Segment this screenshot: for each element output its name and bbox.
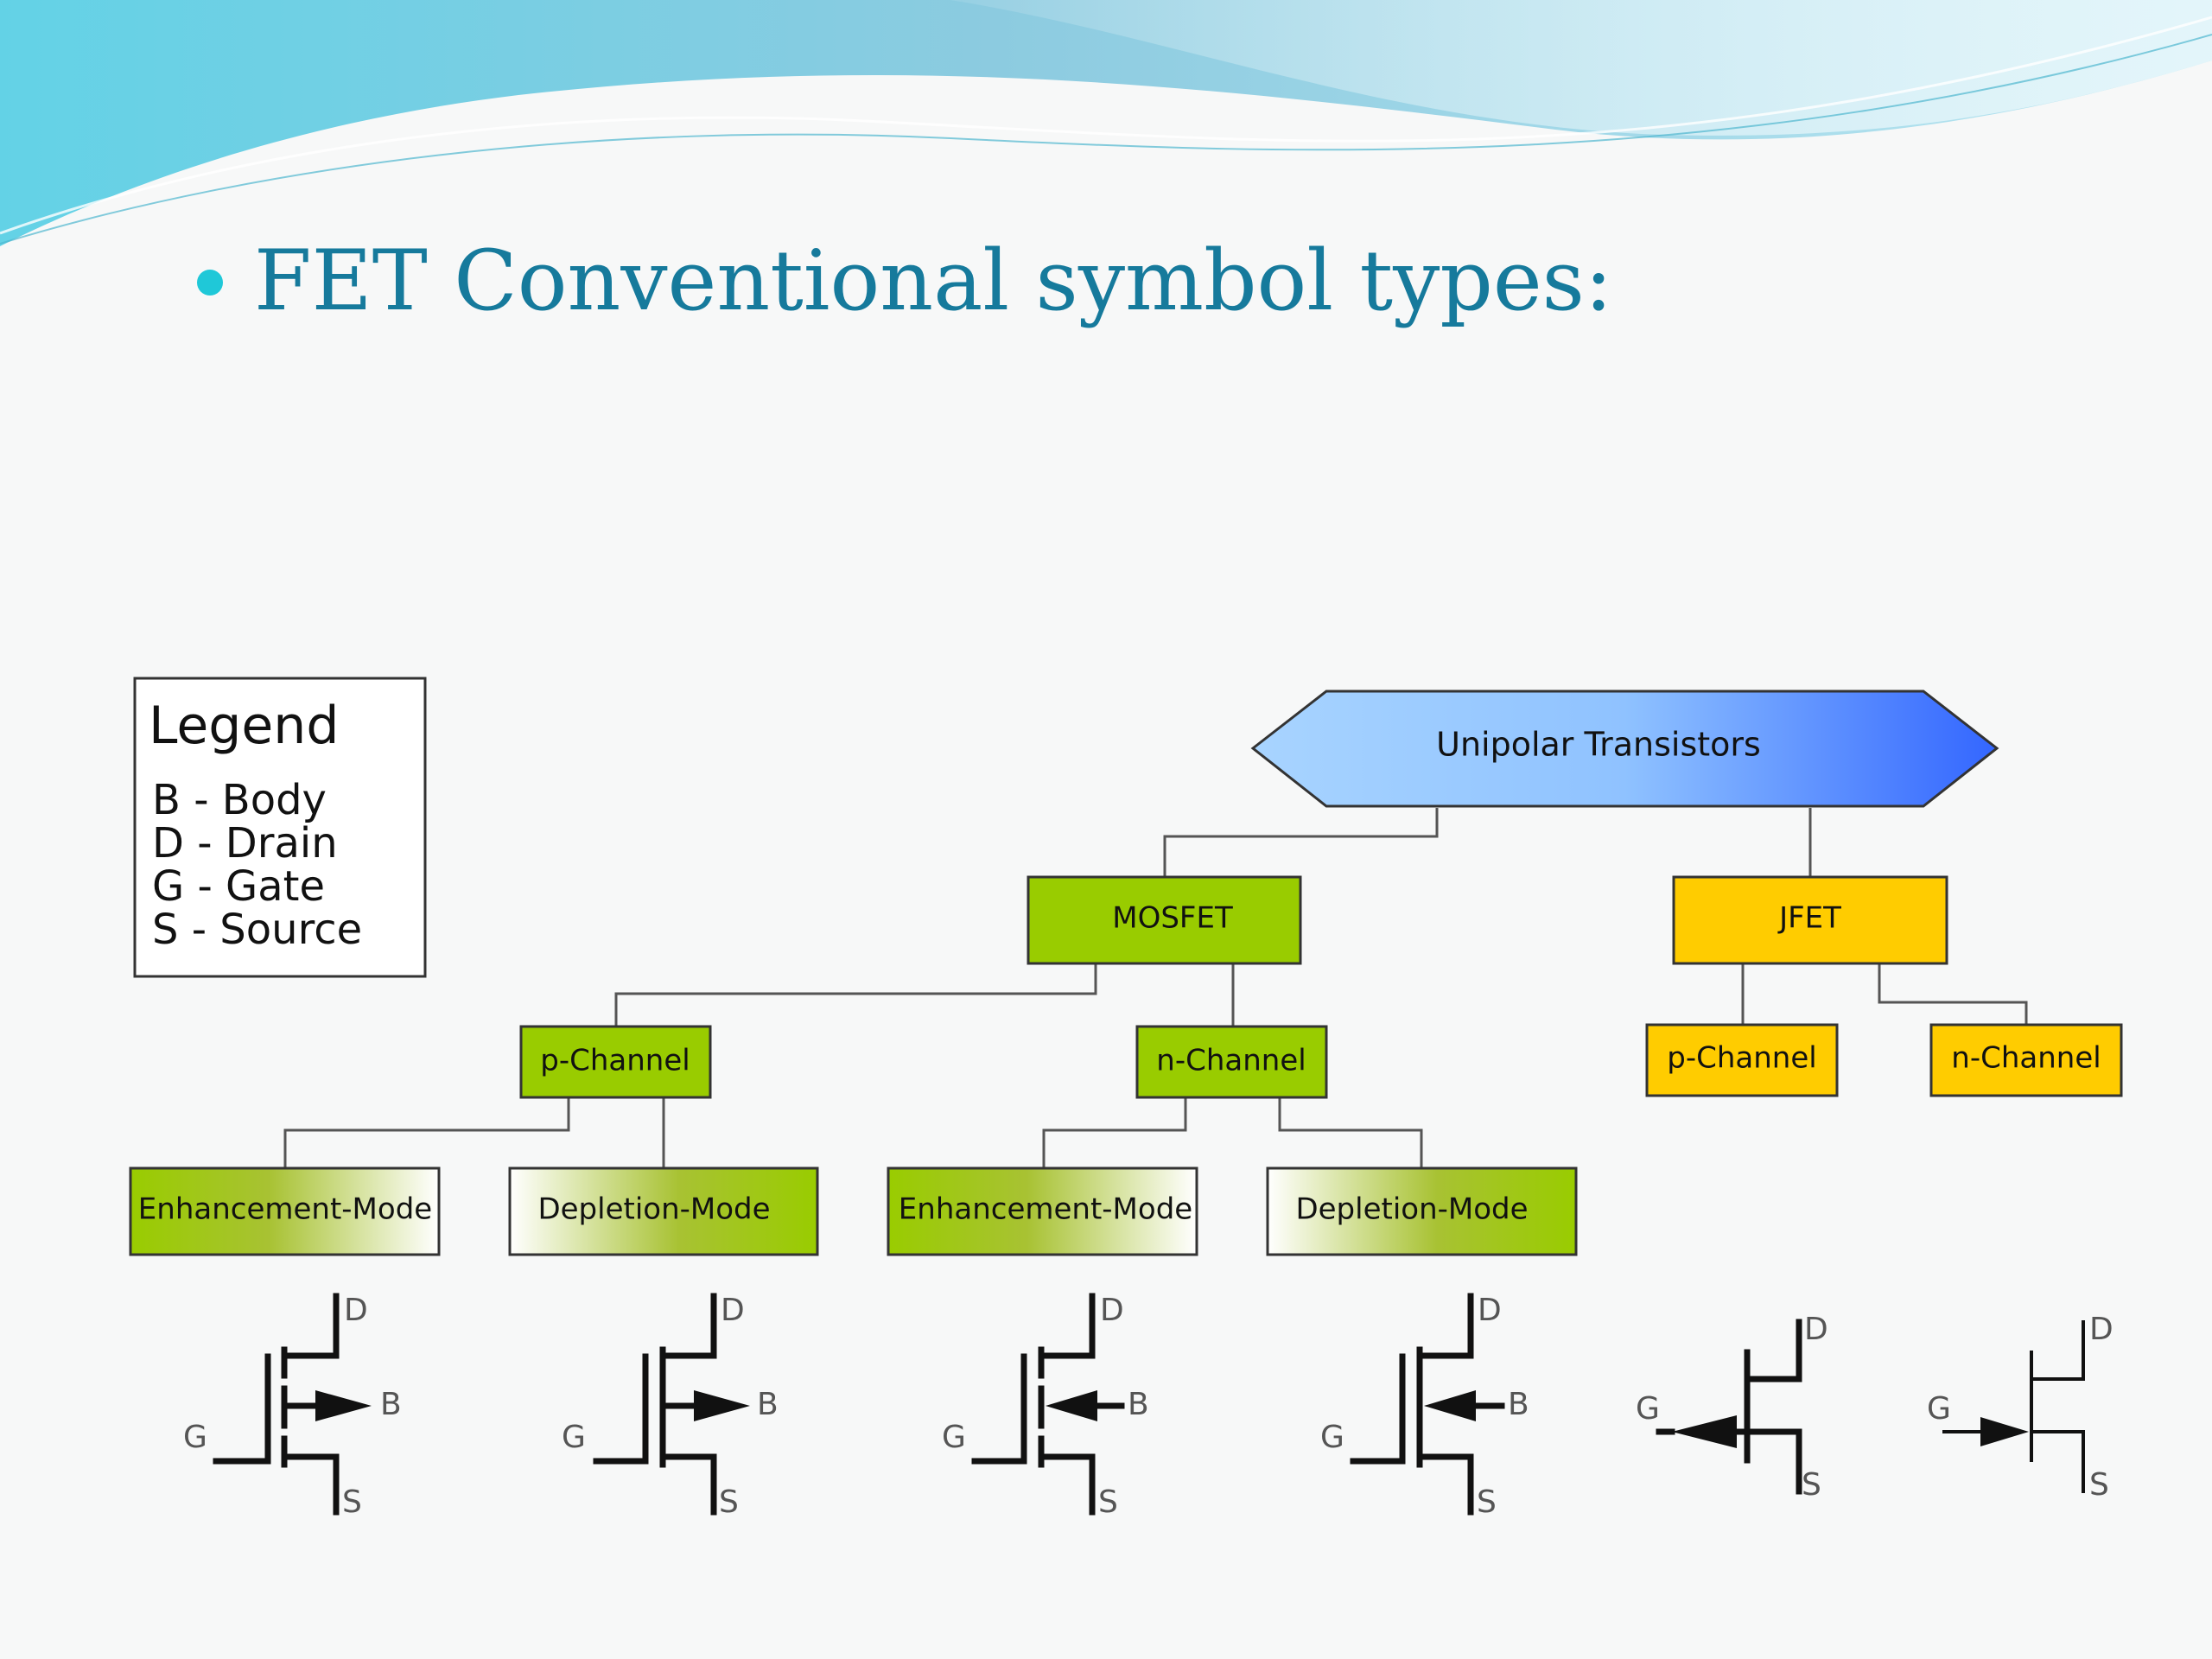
symbol-n-depletion-mosfet: D G B S: [1320, 1293, 1529, 1520]
node-jfet-n-channel: n-Channel: [1929, 1023, 2123, 1097]
terminal-drain-label: D: [344, 1293, 368, 1328]
terminal-source-label: S: [2089, 1467, 2109, 1503]
terminal-drain-label: D: [2089, 1312, 2113, 1347]
node-n-enhancement-mode: Enhancement-Mode: [887, 1166, 1198, 1256]
bullet-icon: [197, 270, 223, 296]
terminal-gate-label: G: [1636, 1391, 1660, 1427]
symbol-p-enhancement-mosfet: D G B S: [183, 1293, 402, 1520]
legend-item-gate: G - Gate: [152, 862, 325, 911]
node-label: Depletion-Mode: [537, 1192, 770, 1227]
terminal-drain-label: D: [1478, 1293, 1502, 1328]
tree-connectors: [283, 808, 2028, 1168]
node-unipolar-transistors: Unipolar Transistors: [1250, 690, 1999, 808]
node-label: MOSFET: [1112, 901, 1233, 936]
node-jfet-p-channel: p-Channel: [1645, 1023, 1839, 1097]
symbol-p-channel-jfet: D G S: [1636, 1312, 1828, 1503]
node-n-depletion-mode: Depletion-Mode: [1266, 1166, 1578, 1256]
header-banner: [0, 0, 2212, 246]
terminal-source-label: S: [1098, 1484, 1118, 1520]
legend-box: [133, 677, 427, 978]
slide-title: FET Conventional symbol types:: [254, 232, 1612, 329]
terminal-gate-label: G: [562, 1420, 586, 1455]
node-label: Depletion-Mode: [1295, 1192, 1528, 1227]
node-label: n-Channel: [1951, 1041, 2101, 1076]
legend: Legend B - Body D - Drain G - Gate S - S…: [133, 677, 427, 978]
terminal-source-label: S: [1477, 1484, 1497, 1520]
node-label: Enhancement-Mode: [899, 1192, 1192, 1227]
terminal-gate-label: G: [1927, 1391, 1951, 1427]
symbol-p-depletion-mosfet: D G B S: [562, 1293, 779, 1520]
node-label: p-Channel: [540, 1044, 690, 1078]
node-label: Unipolar Transistors: [1436, 726, 1761, 764]
terminal-source-label: S: [342, 1484, 362, 1520]
node-p-enhancement-mode: Enhancement-Mode: [129, 1166, 441, 1256]
legend-title: Legend: [149, 696, 339, 756]
terminal-source-label: S: [1802, 1467, 1821, 1503]
symbol-n-enhancement-mosfet: D G B S: [942, 1293, 1149, 1520]
terminal-gate-label: G: [1320, 1420, 1344, 1455]
node-jfet: JFET: [1672, 875, 1948, 965]
terminal-body-label: B: [380, 1387, 402, 1422]
node-label: p-Channel: [1667, 1041, 1816, 1076]
terminal-drain-label: D: [1804, 1312, 1828, 1347]
legend-item-source: S - Source: [152, 906, 362, 954]
terminal-body-label: B: [1508, 1387, 1529, 1422]
legend-item-drain: D - Drain: [152, 819, 338, 868]
terminal-source-label: S: [719, 1484, 739, 1520]
terminal-drain-label: D: [1100, 1293, 1124, 1328]
node-mosfet: MOSFET: [1027, 875, 1302, 965]
node-mosfet-p-channel: p-Channel: [519, 1025, 712, 1099]
symbol-n-channel-jfet: D G S: [1927, 1312, 2113, 1503]
node-label: JFET: [1777, 901, 1841, 936]
terminal-gate-label: G: [183, 1420, 207, 1455]
node-p-depletion-mode: Depletion-Mode: [508, 1166, 819, 1256]
terminal-body-label: B: [1128, 1387, 1149, 1422]
legend-item-body: B - Body: [152, 776, 327, 824]
terminal-body-label: B: [757, 1387, 779, 1422]
terminal-drain-label: D: [721, 1293, 745, 1328]
terminal-gate-label: G: [942, 1420, 966, 1455]
node-label: n-Channel: [1156, 1044, 1306, 1078]
node-mosfet-n-channel: n-Channel: [1135, 1025, 1328, 1099]
node-label: Enhancement-Mode: [138, 1192, 432, 1227]
